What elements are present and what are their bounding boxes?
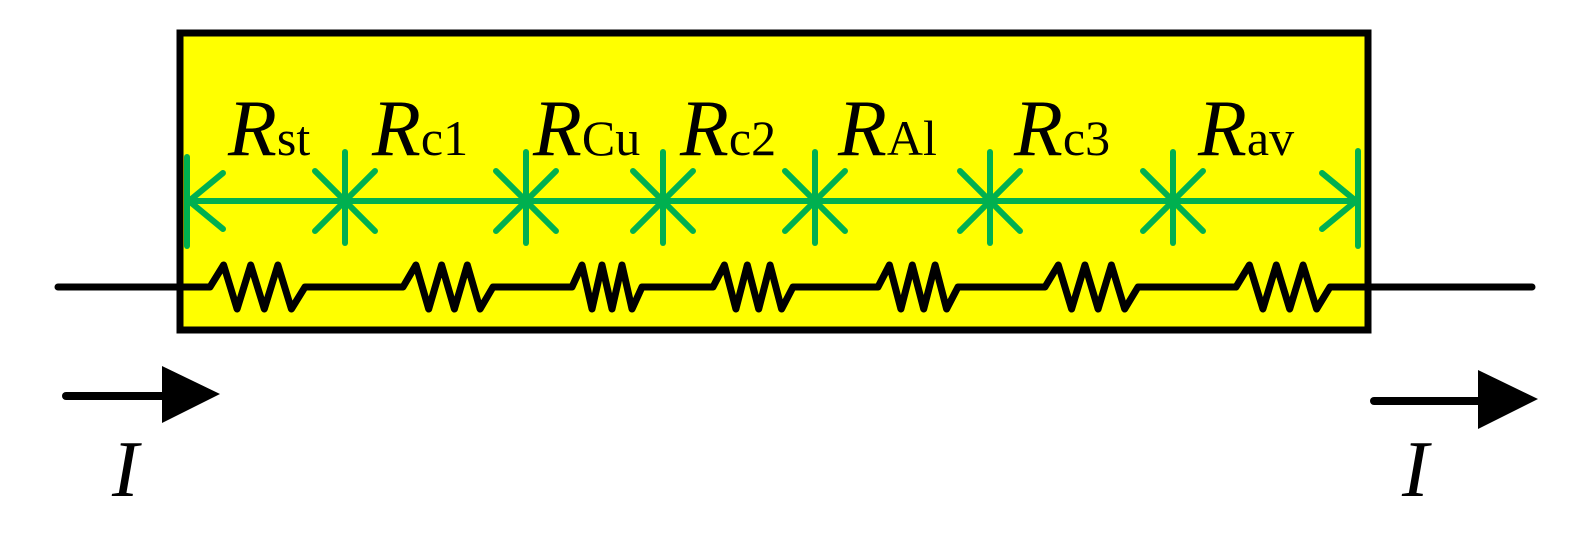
resistor-label-c2: Rc2: [679, 85, 776, 173]
boundary-marker-diag-b: [1140, 168, 1206, 234]
dimension-line-group: [184, 148, 1361, 249]
resistor-label-c1: Rc1: [371, 85, 468, 173]
resistor-label-cu: RCu: [532, 85, 640, 173]
resistor-chain-wire: [54, 261, 1536, 313]
boundary-marker-4: [782, 149, 848, 246]
boundary-marker-diag-b: [782, 168, 848, 234]
resistor-chain: [54, 261, 1536, 313]
dimension-arrow-right: [1319, 170, 1361, 232]
current-label-right: I: [1401, 426, 1432, 514]
boundary-marker-1: [312, 149, 378, 246]
resistor-label-av: Rav: [1197, 85, 1294, 173]
resistor-labels: Rst Rc1 RCu Rc2 RAl Rc3 Rav: [227, 85, 1294, 173]
boundary-marker-3: [630, 149, 696, 246]
current-arrow-left-head: [162, 366, 220, 423]
current-label-left: I: [111, 426, 142, 514]
current-arrow-left: [62, 366, 220, 423]
resistor-label-st: Rst: [227, 85, 310, 173]
boundary-marker-diag-b: [312, 168, 378, 234]
current-arrow-right-head: [1478, 370, 1538, 429]
boundary-marker-diag-b: [630, 168, 696, 234]
boundary-marker-5: [957, 149, 1023, 246]
boundary-marker-2: [493, 149, 559, 246]
resistor-label-al: RAl: [837, 85, 937, 173]
current-arrow-right: [1370, 370, 1538, 429]
resistor-label-c3: Rc3: [1013, 85, 1110, 173]
dimension-arrow-left: [184, 170, 226, 232]
boundary-marker-diag-b: [957, 168, 1023, 234]
boundary-marker-diag-b: [493, 168, 559, 234]
boundary-marker-6: [1140, 149, 1206, 246]
